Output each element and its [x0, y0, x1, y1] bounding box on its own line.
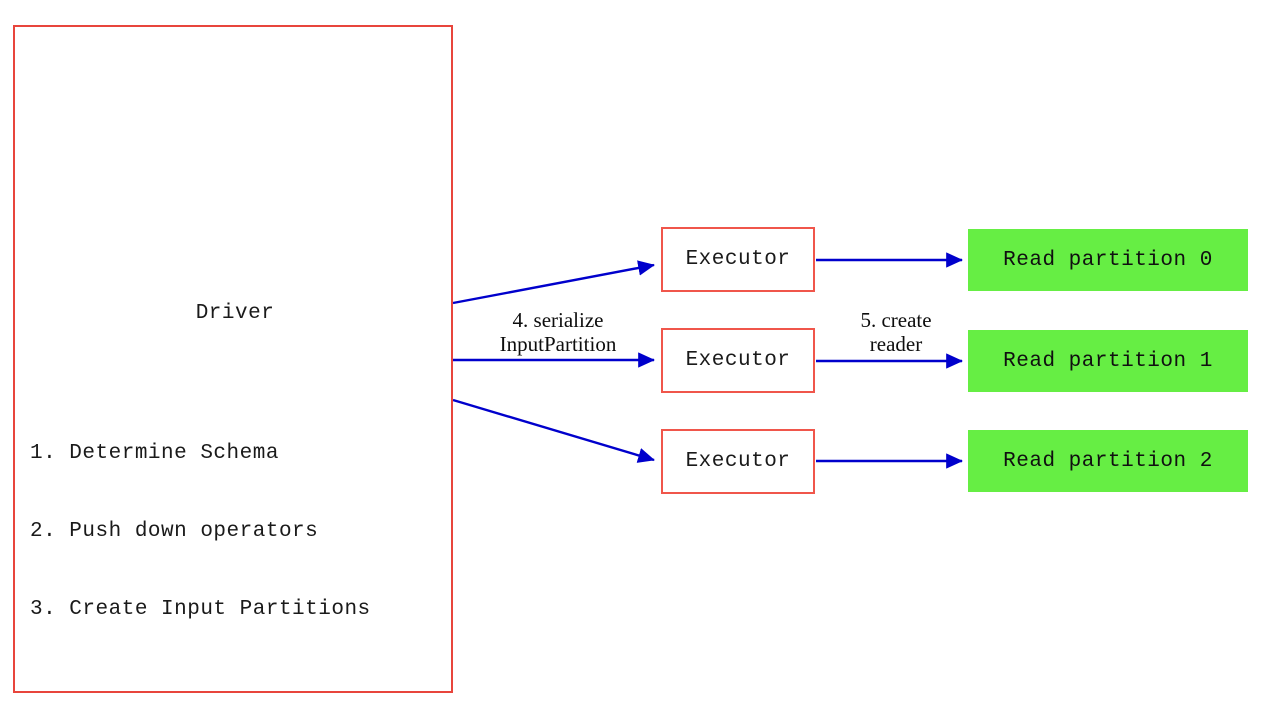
arrow-driver-to-executor-2	[452, 398, 655, 463]
partition-box-2: Read partition 2	[968, 430, 1248, 492]
driver-title: Driver	[195, 302, 275, 325]
edge-label-serialize-line-2: InputPartition	[499, 332, 617, 356]
executor-label-1: Executor	[685, 349, 791, 372]
edge-label-create-reader: 5. create reader	[826, 308, 966, 356]
driver-step-1: 1. Determine Schema	[30, 442, 279, 465]
executor-box-2: Executor	[661, 429, 815, 494]
partition-box-1: Read partition 1	[968, 330, 1248, 392]
edge-label-create-reader-line-2: reader	[869, 332, 923, 356]
edge-label-serialize: 4. serialize InputPartition	[458, 308, 658, 356]
driver-box: Driver 1. Determine Schema 2. Push down …	[13, 25, 453, 693]
partition-label-2: Read partition 2	[1003, 449, 1213, 473]
executor-label-2: Executor	[685, 450, 791, 473]
executor-label-0: Executor	[685, 248, 791, 271]
edge-label-create-reader-line-1: 5. create	[860, 308, 932, 332]
driver-step-3: 3. Create Input Partitions	[30, 598, 371, 621]
partition-box-0: Read partition 0	[968, 229, 1248, 291]
edge-label-serialize-line-1: 4. serialize	[512, 308, 604, 332]
driver-step-2: 2. Push down operators	[30, 520, 319, 543]
arrow-driver-to-executor-0	[452, 260, 655, 305]
driver-steps-list: 1. Determine Schema 2. Push down operato…	[30, 389, 371, 675]
executor-box-1: Executor	[661, 328, 815, 393]
partition-label-0: Read partition 0	[1003, 248, 1213, 272]
partition-label-1: Read partition 1	[1003, 349, 1213, 373]
executor-box-0: Executor	[661, 227, 815, 292]
